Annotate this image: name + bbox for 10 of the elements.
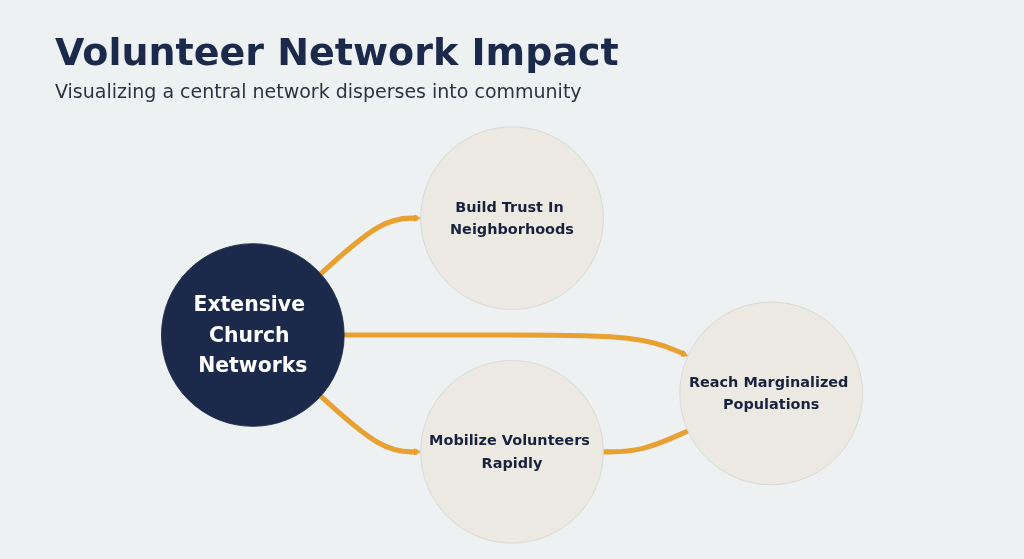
node-circle: Mobilize Volunteers Rapidly <box>420 360 604 544</box>
title: Volunteer Network Impact <box>55 30 619 74</box>
subtitle: Visualizing a central network disperses into community <box>55 80 583 102</box>
node-circle: Build Trust In Neighborhoods <box>420 126 604 310</box>
arrow <box>318 394 421 456</box>
connector <box>603 428 689 455</box>
node-circle: Extensive Church Networks <box>161 243 345 427</box>
arrow <box>318 214 421 276</box>
arrow <box>344 332 689 357</box>
node-circle: Reach Marginalized Populations <box>679 301 863 486</box>
